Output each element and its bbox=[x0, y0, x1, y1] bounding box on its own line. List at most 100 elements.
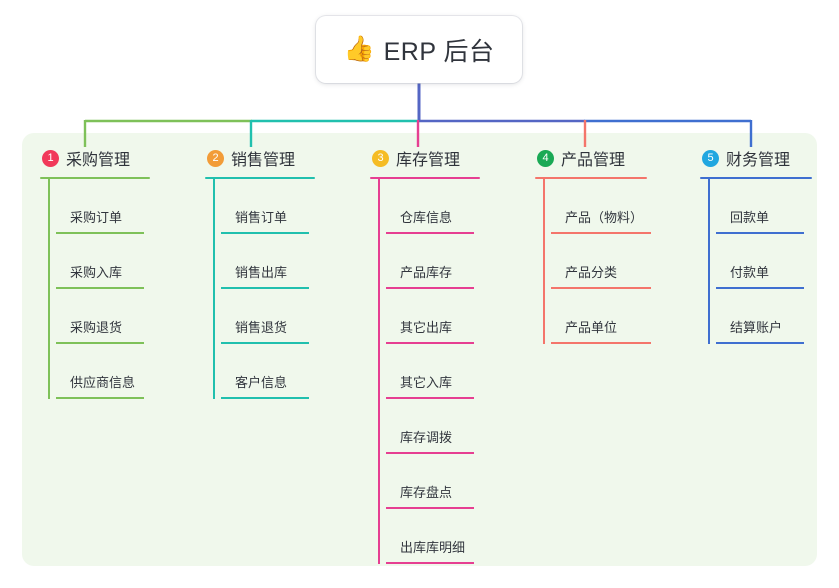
leaf-item[interactable]: 采购入库 bbox=[48, 234, 150, 289]
leaf-item[interactable]: 产品（物料） bbox=[543, 179, 651, 234]
leaf-label: 销售订单 bbox=[235, 210, 288, 225]
leaf-underline bbox=[221, 342, 309, 344]
leaf-item[interactable]: 库存盘点 bbox=[378, 454, 480, 509]
leaf-item[interactable]: 回款单 bbox=[708, 179, 812, 234]
branch-column-3: 3 库存管理仓库信息产品库存其它出库其它入库库存调拨库存盘点出库库明细 bbox=[370, 146, 480, 564]
leaf-item[interactable]: 产品分类 bbox=[543, 234, 651, 289]
leaf-item[interactable]: 客户信息 bbox=[213, 344, 315, 399]
leaf-label: 采购退货 bbox=[70, 320, 123, 335]
leaf-label: 其它出库 bbox=[400, 320, 453, 335]
leaf-underline bbox=[386, 452, 474, 454]
leaf-label: 回款单 bbox=[730, 210, 770, 225]
branch-column-1: 1 采购管理采购订单采购入库采购退货供应商信息 bbox=[40, 146, 150, 399]
leaf-item[interactable]: 仓库信息 bbox=[378, 179, 480, 234]
branch-underline-2 bbox=[205, 177, 315, 179]
leaf-underline bbox=[386, 562, 474, 564]
leaf-item[interactable]: 销售订单 bbox=[213, 179, 315, 234]
leaf-item[interactable]: 产品单位 bbox=[543, 289, 651, 344]
branch-badge-1: 1 bbox=[42, 149, 59, 167]
branch-underline-1 bbox=[40, 177, 150, 179]
leaf-underline bbox=[551, 287, 651, 289]
leaf-spine-4 bbox=[543, 179, 545, 344]
branch-title-5: 财务管理 bbox=[726, 152, 791, 169]
leaf-item[interactable]: 销售出库 bbox=[213, 234, 315, 289]
branch-header-5[interactable]: 5 财务管理 bbox=[700, 146, 812, 170]
leaf-label: 产品（物料） bbox=[565, 210, 644, 225]
leaf-label: 采购订单 bbox=[70, 210, 123, 225]
leaf-item[interactable]: 其它出库 bbox=[378, 289, 480, 344]
leaf-label: 采购入库 bbox=[70, 265, 123, 280]
branch-title-1: 采购管理 bbox=[66, 152, 131, 169]
leaf-list-3: 仓库信息产品库存其它出库其它入库库存调拨库存盘点出库库明细 bbox=[370, 179, 480, 564]
leaf-underline bbox=[221, 397, 309, 399]
leaf-list-1: 采购订单采购入库采购退货供应商信息 bbox=[40, 179, 150, 399]
leaf-item[interactable]: 其它入库 bbox=[378, 344, 480, 399]
leaf-spine-1 bbox=[48, 179, 50, 399]
leaf-item[interactable]: 采购退货 bbox=[48, 289, 150, 344]
leaf-underline bbox=[551, 342, 651, 344]
leaf-item[interactable]: 库存调拨 bbox=[378, 399, 480, 454]
branch-header-3[interactable]: 3 库存管理 bbox=[370, 146, 480, 170]
branch-header-1[interactable]: 1 采购管理 bbox=[40, 146, 150, 170]
leaf-list-5: 回款单付款单结算账户 bbox=[700, 179, 812, 344]
leaf-label: 销售出库 bbox=[235, 265, 288, 280]
leaf-underline bbox=[386, 232, 474, 234]
branch-underline-4 bbox=[535, 177, 647, 179]
leaf-label: 产品分类 bbox=[565, 265, 618, 280]
leaf-underline bbox=[386, 287, 474, 289]
branch-badge-5: 5 bbox=[702, 149, 719, 167]
leaf-label: 其它入库 bbox=[400, 375, 453, 390]
leaf-spine-2 bbox=[213, 179, 215, 399]
leaf-list-4: 产品（物料） 产品分类产品单位 bbox=[535, 179, 651, 344]
leaf-label: 供应商信息 bbox=[70, 375, 136, 390]
leaf-underline bbox=[386, 397, 474, 399]
branch-badge-3: 3 bbox=[372, 149, 389, 167]
branch-column-4: 4 产品管理产品（物料） 产品分类产品单位 bbox=[535, 146, 651, 344]
leaf-label: 结算账户 bbox=[730, 320, 783, 335]
leaf-underline bbox=[386, 342, 474, 344]
branch-title-4: 产品管理 bbox=[561, 152, 626, 169]
leaf-label: 库存调拨 bbox=[400, 430, 453, 445]
branch-column-2: 2 销售管理销售订单销售出库销售退货客户信息 bbox=[205, 146, 315, 399]
leaf-underline bbox=[56, 287, 144, 289]
branch-badge-2: 2 bbox=[207, 149, 224, 167]
leaf-item[interactable]: 付款单 bbox=[708, 234, 812, 289]
content-panel bbox=[22, 133, 817, 566]
leaf-underline bbox=[716, 232, 804, 234]
leaf-label: 付款单 bbox=[730, 265, 770, 280]
leaf-underline bbox=[56, 342, 144, 344]
branch-header-2[interactable]: 2 销售管理 bbox=[205, 146, 315, 170]
branch-title-2: 销售管理 bbox=[231, 152, 296, 169]
leaf-underline bbox=[221, 232, 309, 234]
leaf-item[interactable]: 销售退货 bbox=[213, 289, 315, 344]
leaf-label: 仓库信息 bbox=[400, 210, 453, 225]
leaf-underline bbox=[551, 232, 651, 234]
branch-underline-5 bbox=[700, 177, 812, 179]
leaf-label: 库存盘点 bbox=[400, 485, 453, 500]
root-node-card[interactable]: 👍 ERP 后台 bbox=[316, 16, 522, 83]
leaf-label: 销售退货 bbox=[235, 320, 288, 335]
leaf-label: 出库库明细 bbox=[400, 540, 466, 555]
leaf-label: 产品单位 bbox=[565, 320, 618, 335]
leaf-item[interactable]: 供应商信息 bbox=[48, 344, 150, 399]
leaf-spine-3 bbox=[378, 179, 380, 564]
leaf-label: 客户信息 bbox=[235, 375, 288, 390]
leaf-item[interactable]: 产品库存 bbox=[378, 234, 480, 289]
page-title: ERP 后台 bbox=[383, 37, 495, 66]
leaf-list-2: 销售订单销售出库销售退货客户信息 bbox=[205, 179, 315, 399]
branch-badge-4: 4 bbox=[537, 149, 554, 167]
leaf-item[interactable]: 结算账户 bbox=[708, 289, 812, 344]
leaf-item[interactable]: 出库库明细 bbox=[378, 509, 480, 564]
branch-header-4[interactable]: 4 产品管理 bbox=[535, 146, 647, 170]
leaf-item[interactable]: 采购订单 bbox=[48, 179, 150, 234]
branch-column-5: 5 财务管理回款单付款单结算账户 bbox=[700, 146, 812, 344]
leaf-underline bbox=[221, 287, 309, 289]
thumbs-up-icon: 👍 bbox=[343, 35, 375, 63]
leaf-underline bbox=[716, 342, 804, 344]
leaf-spine-5 bbox=[708, 179, 710, 344]
leaf-label: 产品库存 bbox=[400, 265, 453, 280]
branch-title-3: 库存管理 bbox=[396, 152, 461, 169]
branch-underline-3 bbox=[370, 177, 480, 179]
leaf-underline bbox=[716, 287, 804, 289]
